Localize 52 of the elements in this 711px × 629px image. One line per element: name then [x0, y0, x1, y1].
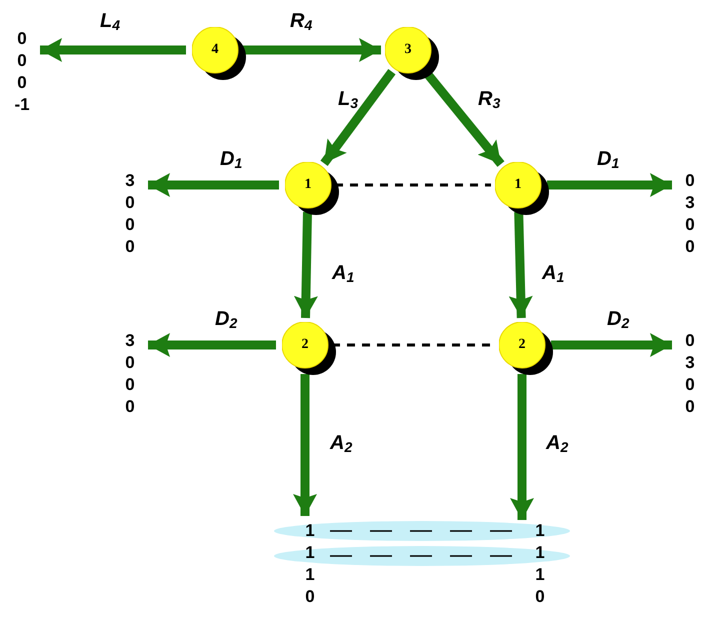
vector-value: 3	[124, 330, 136, 352]
vector-value: 1	[304, 520, 316, 542]
vector-value: 1	[534, 564, 546, 586]
vector-value: 0	[124, 236, 136, 258]
edge-label: A$_{1}$	[332, 262, 354, 287]
vector-value: 0	[124, 214, 136, 236]
vector-value: 0	[16, 72, 28, 94]
vector-value: 0	[684, 170, 696, 192]
vector-value: 0	[534, 586, 546, 608]
arrow	[40, 38, 186, 62]
arrow	[320, 69, 396, 166]
edge-label: R$_{3}$	[478, 88, 500, 113]
vector-value: 1	[304, 542, 316, 564]
arrow	[293, 374, 317, 516]
arrow	[547, 173, 672, 197]
arrow	[551, 333, 672, 357]
vector-value: 0	[124, 352, 136, 374]
vector-value: 3	[124, 170, 136, 192]
arrow	[148, 173, 279, 197]
arrow	[294, 212, 318, 318]
edge-label: D$_{1}$	[220, 148, 242, 173]
edge-label: R$_{4}$	[290, 10, 312, 35]
vector-value: 0	[124, 374, 136, 396]
edge-label: L$_{3}$	[338, 88, 358, 113]
vector-value: 3	[684, 192, 696, 214]
vector-value: 0	[684, 236, 696, 258]
arrow	[510, 374, 534, 520]
edge-label: A$_{1}$	[542, 262, 564, 287]
vector-value: 0	[304, 586, 316, 608]
vector-value: 0	[684, 374, 696, 396]
vector-value: 0	[124, 192, 136, 214]
edge-label: D$_{1}$	[597, 148, 620, 173]
arrow	[242, 38, 381, 62]
vector-value: 0	[124, 396, 136, 418]
vector-value: 3	[684, 352, 696, 374]
vector-value: 0	[684, 214, 696, 236]
vector-value: 1	[534, 542, 546, 564]
vector-value: 0	[684, 330, 696, 352]
edge-label: D$_{2}$	[215, 308, 238, 333]
arrow	[508, 212, 533, 318]
edge-label: L$_{4}$	[100, 10, 120, 35]
vector-value: 0	[684, 396, 696, 418]
vector-value: 0	[16, 50, 28, 72]
arrow	[148, 333, 276, 357]
edge-label: A$_{2}$	[330, 432, 352, 457]
vector-value: 1	[304, 564, 316, 586]
vector-value: -1	[13, 94, 31, 116]
dashed-connector	[335, 184, 491, 186]
edge-label: D$_{2}$	[607, 308, 630, 333]
edge-label: A$_{2}$	[546, 432, 568, 457]
vector-value: 0	[16, 28, 28, 50]
vector-value: 1	[534, 520, 546, 542]
